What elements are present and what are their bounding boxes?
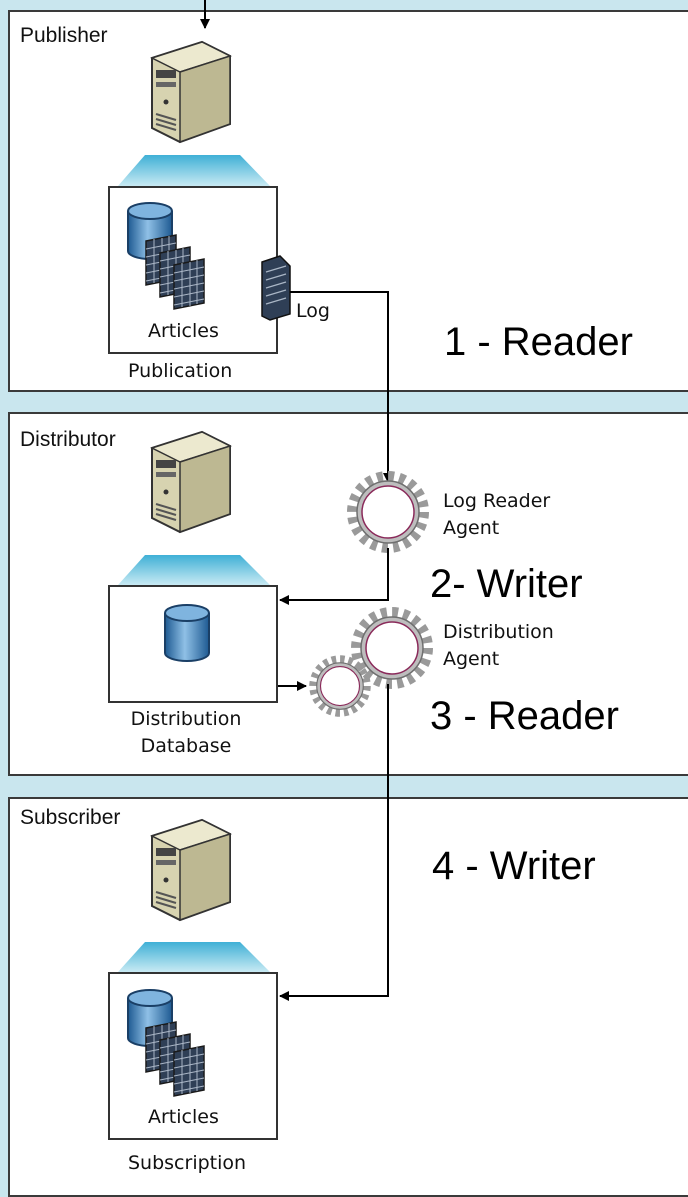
- log-reader-agent-label: Log Reader Agent: [443, 490, 551, 539]
- distributor-beam: [118, 555, 270, 585]
- log-reader-agent-gear-icon: [352, 476, 424, 548]
- subscription-label: Subscription: [128, 1152, 247, 1174]
- publisher-articles-icon: [128, 203, 204, 309]
- step-2-label: 2- Writer: [430, 562, 583, 606]
- subscriber-articles-label: Articles: [148, 1106, 219, 1128]
- publication-label: Publication: [128, 360, 233, 382]
- subscriber-label: Subscriber: [20, 806, 121, 829]
- publisher-label: Publisher: [20, 24, 108, 47]
- distribution-database-icon: [164, 604, 210, 662]
- subscriber-server-icon: [151, 819, 231, 921]
- log-label: Log: [296, 300, 330, 322]
- distribution-database-label: Distribution Database: [130, 708, 242, 757]
- distribution-agent-label: Distribution Agent: [443, 621, 554, 670]
- log-icon: [261, 255, 291, 321]
- step-4-label: 4 - Writer: [432, 844, 596, 888]
- subscriber-articles-icon: [128, 990, 204, 1096]
- publisher-articles-label: Articles: [148, 320, 219, 342]
- distribution-agent-gear-icon: [356, 612, 428, 684]
- step-1-label: 1 - Reader: [444, 320, 633, 364]
- subscriber-beam: [118, 942, 270, 972]
- publisher-server-icon: [151, 41, 231, 143]
- publisher-beam: [118, 155, 270, 186]
- distributor-label: Distributor: [20, 428, 116, 451]
- distributor-server-icon: [151, 431, 231, 533]
- step-3-label: 3 - Reader: [430, 694, 619, 738]
